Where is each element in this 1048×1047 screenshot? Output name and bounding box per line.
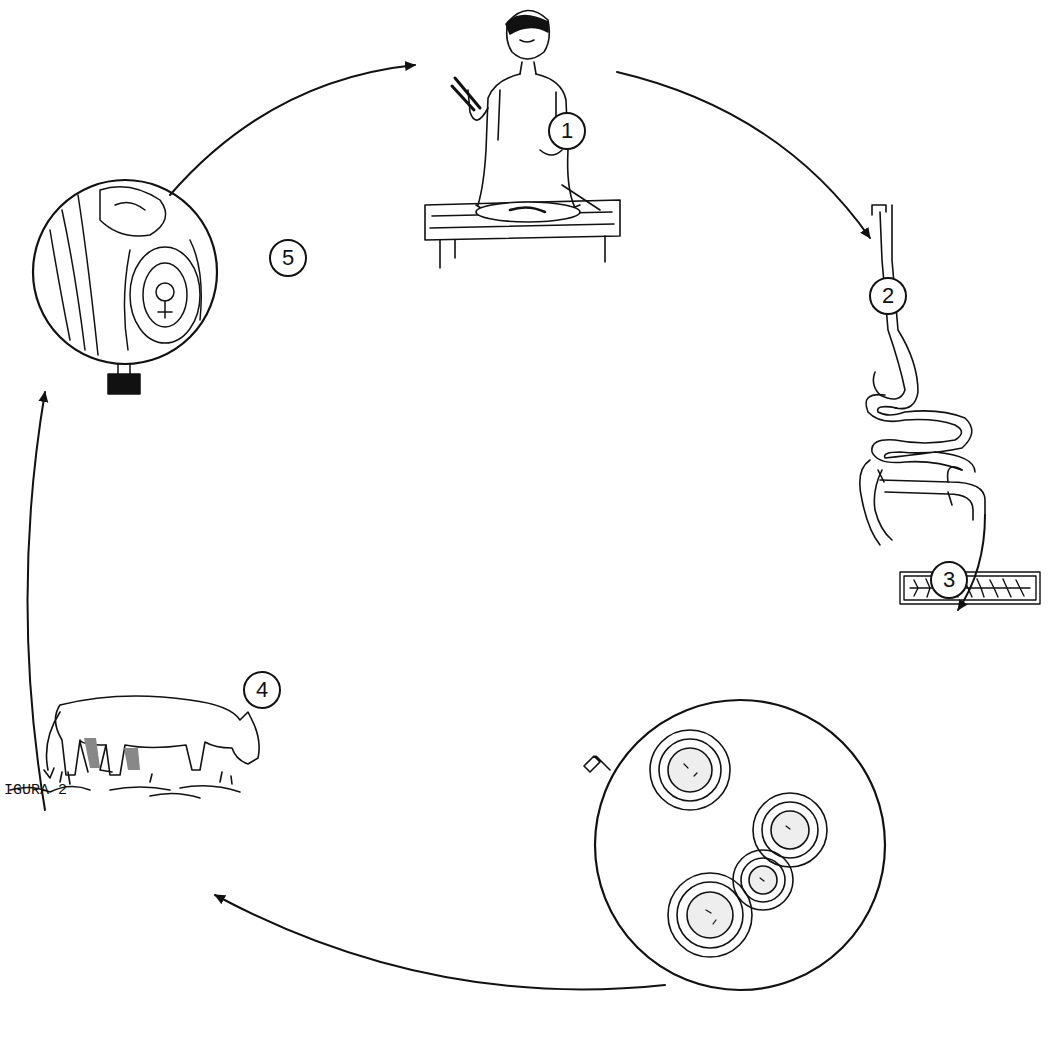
proglottid — [900, 572, 1040, 604]
callout-circle: 4 — [243, 671, 281, 709]
callout-circle: 5 — [269, 239, 307, 277]
microscope-view-eggs — [584, 700, 885, 990]
callout-number: 3 — [943, 569, 955, 591]
digestive-tract — [860, 205, 985, 545]
callout-circle: 2 — [869, 277, 907, 315]
callout-number: 4 — [256, 679, 268, 701]
callout-number: 5 — [282, 247, 294, 269]
callout-number: 2 — [882, 285, 894, 307]
callout-circle: 1 — [548, 112, 586, 150]
woman-eating — [425, 10, 620, 268]
figure-label: IGURA 2 — [4, 782, 67, 799]
magnifier-cysticercus — [33, 180, 217, 394]
callout-number: 1 — [561, 120, 573, 142]
callout-circle: 3 — [930, 561, 968, 599]
